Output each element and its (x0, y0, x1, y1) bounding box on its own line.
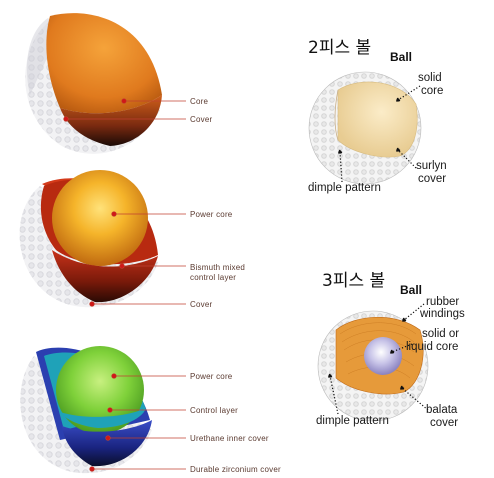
label-surlyn-1: surlyn (416, 160, 447, 172)
right-pointers (327, 85, 429, 415)
label-power-core-2: Power core (190, 372, 233, 381)
label-dimple-1: dimple pattern (308, 182, 381, 194)
label-cover-1: Cover (190, 115, 213, 124)
two-layer-ball-left (25, 13, 162, 154)
two-piece-title: 2피스 볼 (308, 38, 372, 58)
label-liquid-2: liquid core (406, 341, 459, 353)
label-bismuth-2: control layer (190, 273, 237, 282)
label-rubber-1: rubber (426, 296, 460, 308)
three-layer-ball-left (19, 170, 159, 308)
label-surlyn-2: cover (418, 173, 447, 185)
label-control-layer: Control layer (190, 406, 238, 415)
label-cover-2: Cover (190, 300, 213, 309)
label-balata-2: cover (430, 417, 459, 429)
label-durable-cover: Durable zirconium cover (190, 465, 281, 474)
three-piece-ball (317, 310, 429, 422)
label-power-core-1: Power core (190, 210, 233, 219)
label-solid-2: core (421, 85, 444, 97)
left-pointers (63, 98, 186, 472)
two-piece-ball-word: Ball (390, 50, 413, 64)
label-rubber-2: windings (420, 308, 465, 320)
label-core: Core (190, 97, 209, 106)
label-solid-1: solid (418, 72, 442, 84)
label-dimple-2: dimple pattern (316, 415, 389, 427)
three-piece-ball-word: Ball (400, 283, 423, 297)
label-balata-1: balata (426, 404, 458, 416)
three-piece-title: 3피스 볼 (322, 271, 386, 291)
two-piece-ball (308, 71, 422, 185)
four-layer-ball-left (20, 346, 153, 474)
label-urethane: Urethane inner cover (190, 434, 269, 443)
label-liquid-1: solid or (422, 328, 460, 340)
label-bismuth-1: Bismuth mixed (190, 263, 246, 272)
